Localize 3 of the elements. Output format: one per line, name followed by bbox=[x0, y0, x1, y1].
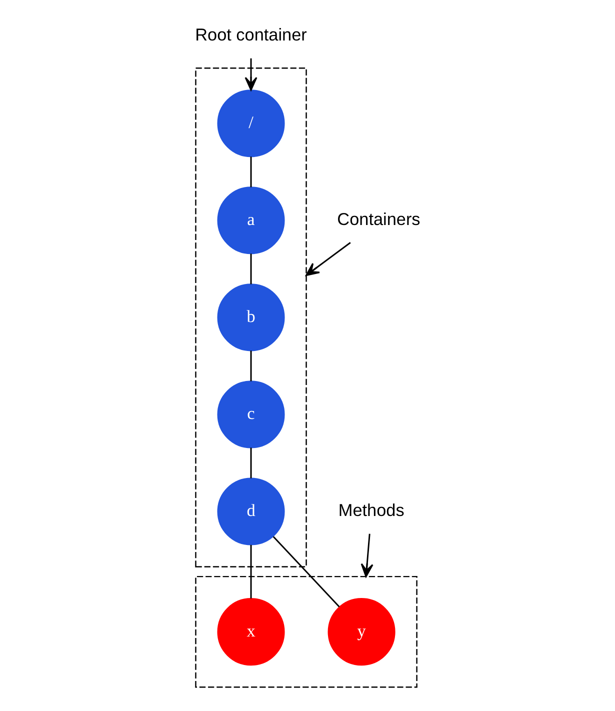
node-text: Methods bbox=[338, 500, 404, 520]
node-text: Root container bbox=[195, 24, 307, 45]
node-text: Containers bbox=[337, 208, 420, 229]
